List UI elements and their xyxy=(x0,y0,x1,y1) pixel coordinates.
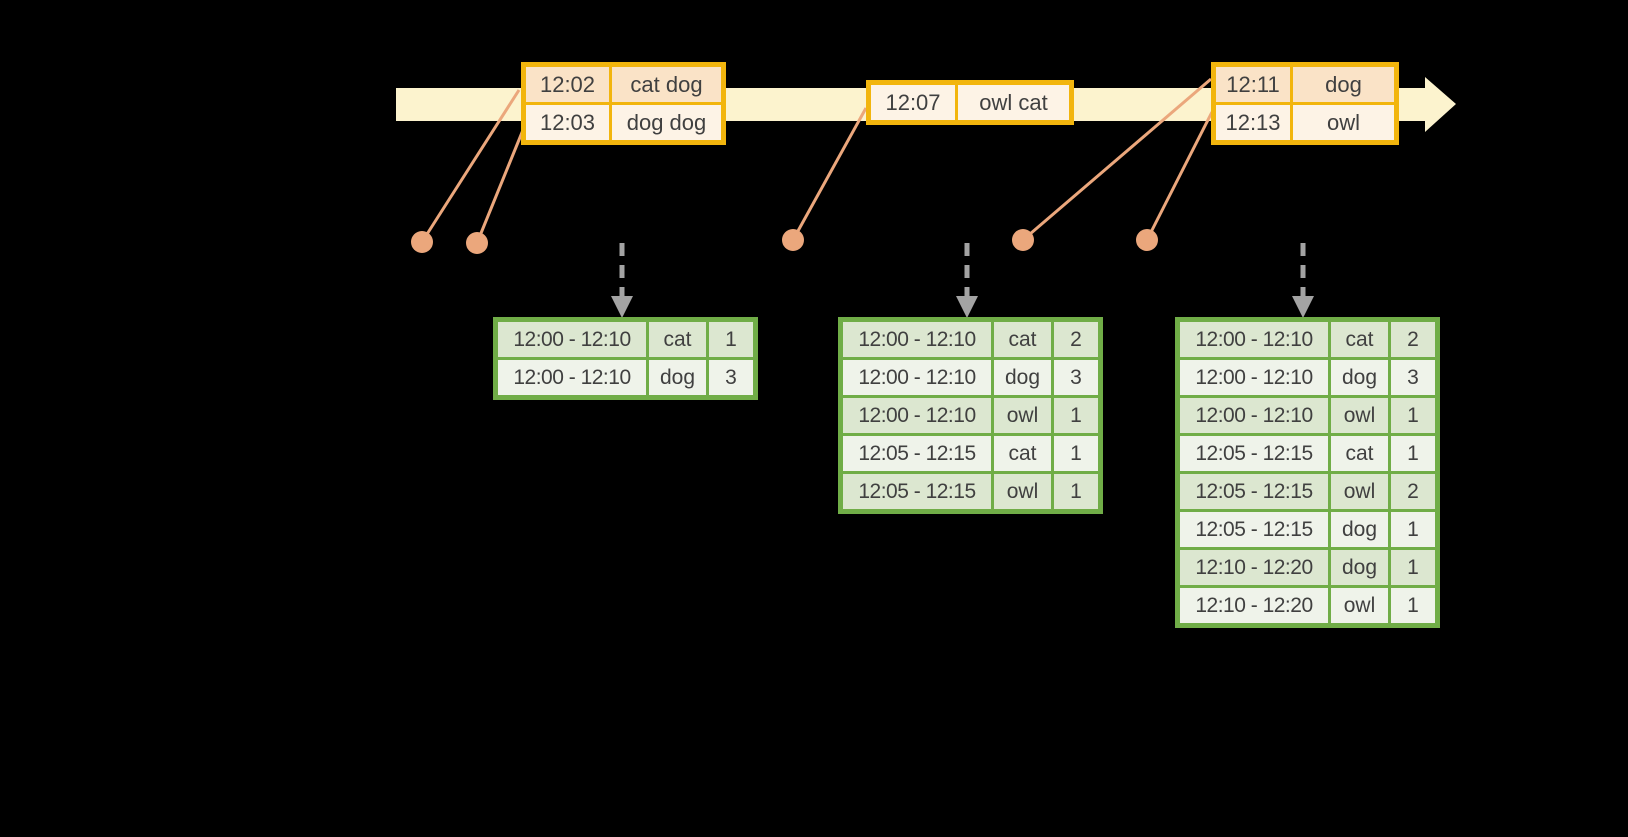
table-cell: 3 xyxy=(709,360,753,395)
table-cell: 12:05 - 12:15 xyxy=(1180,474,1328,509)
table-cell: 1 xyxy=(1391,398,1435,433)
table-cell: cat dog xyxy=(612,67,721,102)
table-cell: 12:13 xyxy=(1216,105,1290,140)
table-cell: 3 xyxy=(1054,360,1098,395)
table-cell: 12:02 xyxy=(526,67,609,102)
event-dot xyxy=(411,231,433,253)
timeline-arrowhead-icon xyxy=(1425,77,1456,132)
table-cell: cat xyxy=(994,322,1051,357)
connector-line xyxy=(791,107,868,241)
table-cell: cat xyxy=(649,322,706,357)
table-cell: owl xyxy=(994,474,1051,509)
trigger-arrowhead-icon xyxy=(611,296,633,318)
table-cell: 1 xyxy=(709,322,753,357)
table-cell: 12:05 - 12:15 xyxy=(1180,512,1328,547)
table-cell: 1 xyxy=(1054,436,1098,471)
event-dot xyxy=(782,229,804,251)
table-cell: cat xyxy=(1331,436,1388,471)
table-cell: 12:07 xyxy=(871,85,955,120)
table-cell: 1 xyxy=(1391,436,1435,471)
table-cell: cat xyxy=(1331,322,1388,357)
event-dot xyxy=(1136,229,1158,251)
table-cell: 12:05 - 12:15 xyxy=(1180,436,1328,471)
table-cell: owl xyxy=(1331,474,1388,509)
table-cell: dog xyxy=(994,360,1051,395)
table-cell: owl xyxy=(1331,398,1388,433)
event-dot xyxy=(466,232,488,254)
table-cell: dog xyxy=(1293,67,1394,102)
table-cell: 12:00 - 12:10 xyxy=(843,322,991,357)
table-cell: 12:11 xyxy=(1216,67,1290,102)
table-cell: dog dog xyxy=(612,105,721,140)
table-cell: 12:05 - 12:15 xyxy=(843,436,991,471)
table-cell: 1 xyxy=(1054,398,1098,433)
table-cell: dog xyxy=(1331,512,1388,547)
table-cell: 12:00 - 12:10 xyxy=(843,398,991,433)
connector-line xyxy=(420,89,521,243)
connector-line xyxy=(1022,77,1212,242)
table-cell: 12:10 - 12:20 xyxy=(1180,588,1328,623)
table-cell: 12:00 - 12:10 xyxy=(498,360,646,395)
table-cell: 12:05 - 12:15 xyxy=(843,474,991,509)
table-cell: 2 xyxy=(1054,322,1098,357)
table-cell: 3 xyxy=(1391,360,1435,395)
table-cell: 12:10 - 12:20 xyxy=(1180,550,1328,585)
table-cell: 12:00 - 12:10 xyxy=(1180,360,1328,395)
table-cell: cat xyxy=(994,436,1051,471)
table-cell: dog xyxy=(649,360,706,395)
table-cell: 1 xyxy=(1391,512,1435,547)
table-cell: dog xyxy=(1331,550,1388,585)
table-cell: 2 xyxy=(1391,322,1435,357)
connector-line xyxy=(475,129,525,244)
table-cell: 1 xyxy=(1391,550,1435,585)
table-cell: 12:00 - 12:10 xyxy=(498,322,646,357)
connector-line xyxy=(1145,111,1214,241)
table-cell: 12:00 - 12:10 xyxy=(1180,398,1328,433)
table-cell: 1 xyxy=(1054,474,1098,509)
table-cell: 12:00 - 12:10 xyxy=(1180,322,1328,357)
table-cell: owl xyxy=(1331,588,1388,623)
table-cell: owl cat xyxy=(958,85,1069,120)
event-dot xyxy=(1012,229,1034,251)
table-cell: 12:03 xyxy=(526,105,609,140)
table-cell: 2 xyxy=(1391,474,1435,509)
table-cell: 12:00 - 12:10 xyxy=(843,360,991,395)
table-cell: owl xyxy=(1293,105,1394,140)
table-cell: dog xyxy=(1331,360,1388,395)
table-cell: owl xyxy=(994,398,1051,433)
trigger-arrowhead-icon xyxy=(1292,296,1314,318)
table-cell: 1 xyxy=(1391,588,1435,623)
trigger-arrowhead-icon xyxy=(956,296,978,318)
